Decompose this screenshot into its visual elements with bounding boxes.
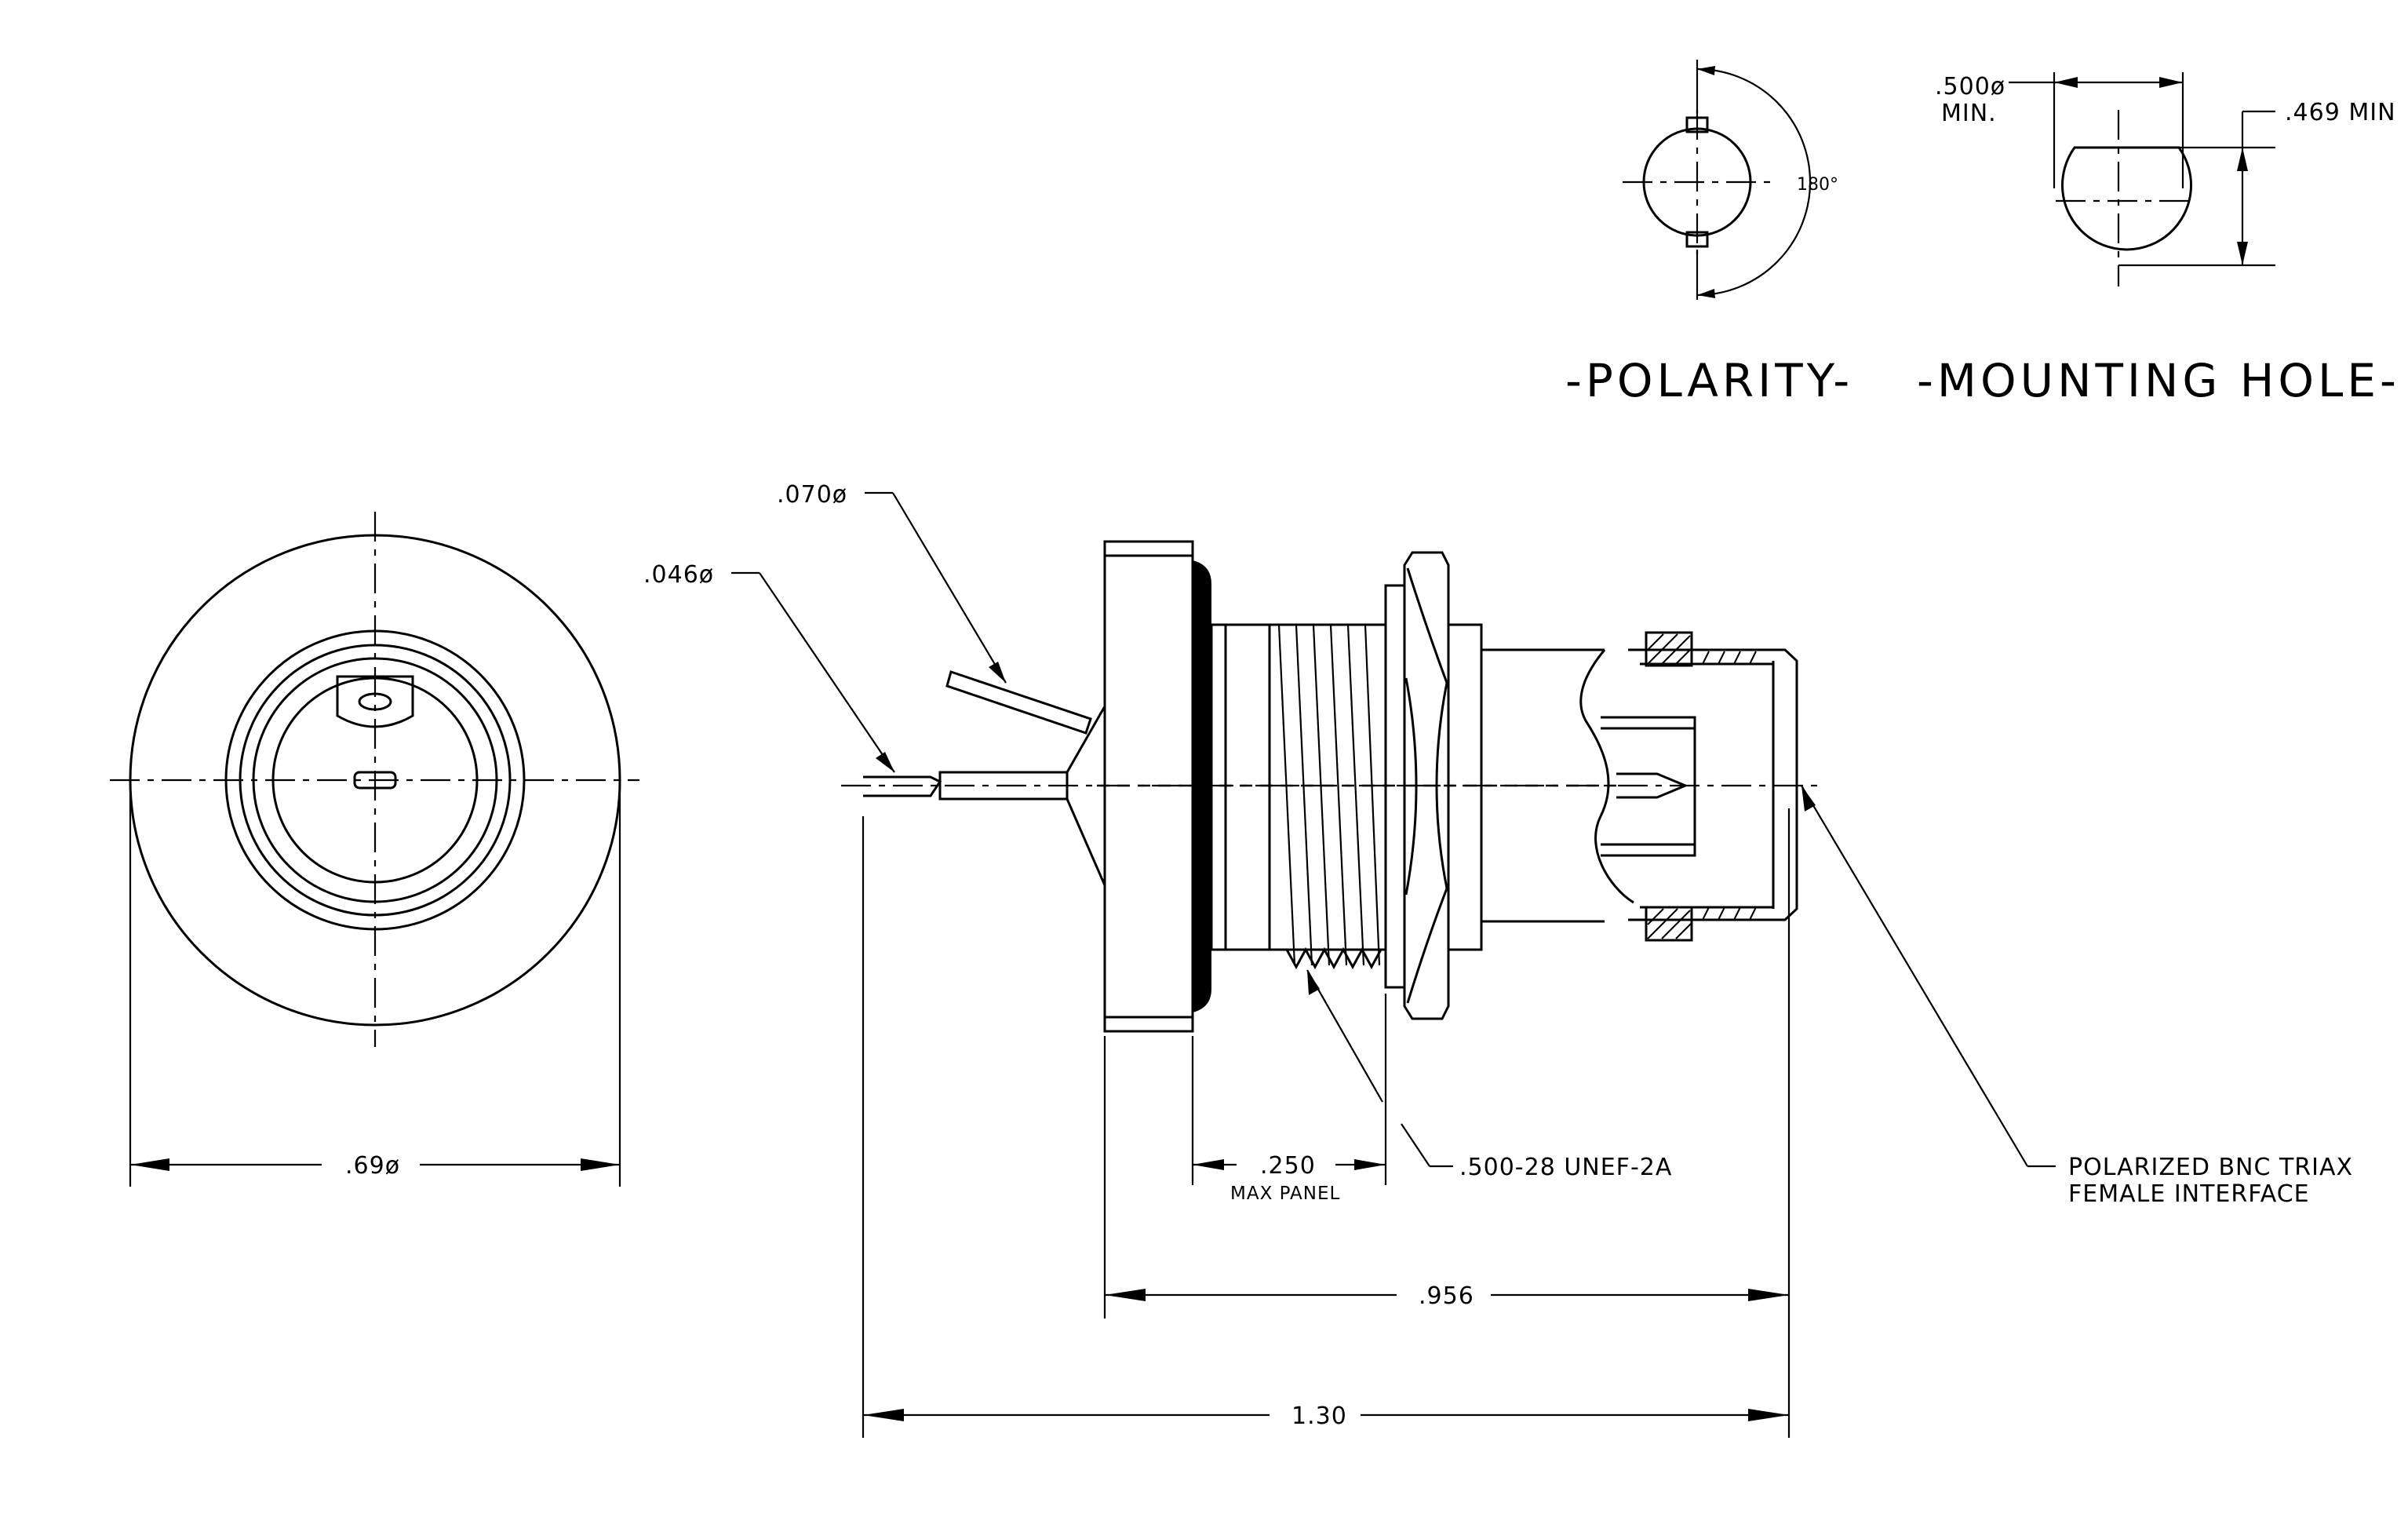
mounting-hole-title: -MOUNTING HOLE-	[1917, 354, 2400, 407]
break-line	[1579, 649, 1634, 904]
mounting-hole-outline	[2061, 146, 2192, 251]
hex-nut	[1403, 551, 1450, 1020]
inner-insulator	[1601, 716, 1696, 857]
thread-label: .500-28 UNEF-2A	[1459, 1154, 1672, 1181]
front-washer	[1447, 623, 1483, 951]
side-view: .046ø .070ø .500-28 UNEF-2A POLARIZED BN…	[643, 481, 2353, 1438]
pin-large-label: .070ø	[777, 481, 847, 509]
front-view: .69ø	[110, 512, 639, 1187]
polarity-title: -POLARITY-	[1565, 354, 1853, 407]
bnc-sleeve	[1628, 648, 1798, 921]
hole-diameter-label: .500ø	[1935, 73, 2005, 100]
overall-length-label: 1.30	[1291, 1402, 1347, 1430]
mounting-hole-view: .500ø MIN. .469 MIN -MOUNTING HOLE-	[1917, 72, 2400, 407]
collar-bottom	[1645, 906, 1693, 942]
center-contact	[1616, 772, 1689, 799]
interface-label-line2: FEMALE INTERFACE	[2068, 1180, 2310, 1208]
angle-arc	[1696, 67, 1812, 297]
pin-small-label: .046ø	[643, 561, 714, 589]
body-length-label: .956	[1419, 1282, 1474, 1310]
front-polarity-key	[336, 675, 414, 728]
panel-note: MAX PANEL	[1230, 1184, 1340, 1204]
hole-flat-label: .469 MIN	[2285, 99, 2396, 126]
bent-lead	[945, 670, 1092, 735]
hole-diameter-note: MIN.	[1941, 100, 1997, 127]
angle-label: 180°	[1797, 175, 1838, 195]
polarity-view: 180° -POLARITY-	[1565, 60, 1853, 407]
front-diameter-label: .69ø	[345, 1152, 400, 1180]
mating-body	[1481, 648, 1605, 923]
panel-label: .250	[1260, 1152, 1316, 1180]
interface-label-line1: POLARIZED BNC TRIAX	[2068, 1154, 2353, 1181]
